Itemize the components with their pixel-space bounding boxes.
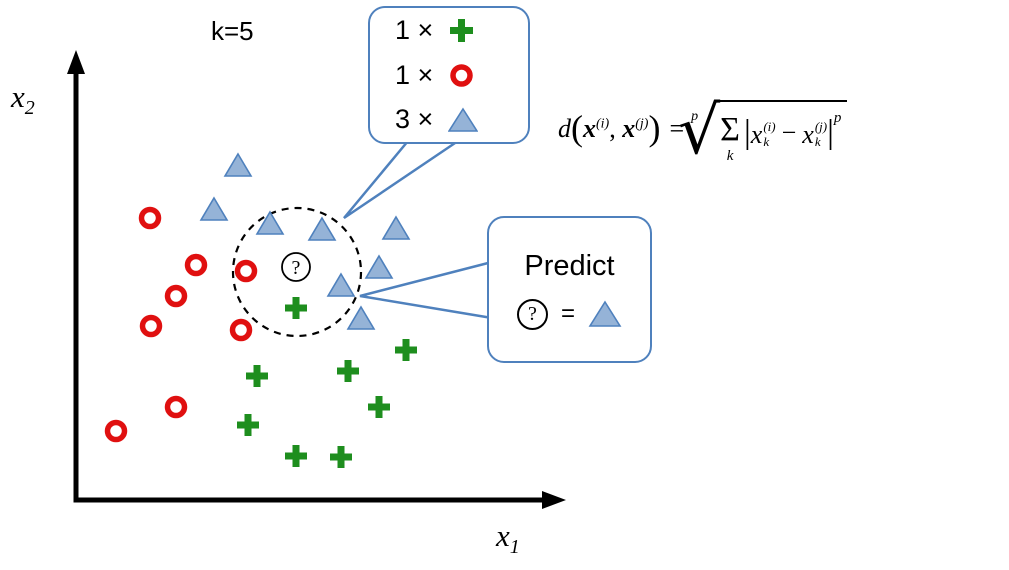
- formula-right-bar: |: [827, 114, 834, 151]
- formula-sup: (j): [814, 119, 828, 135]
- formula-vector-x-j: x: [622, 113, 636, 143]
- vote-row-triangle: 3 ×: [395, 106, 518, 133]
- data-point-triangle: [255, 210, 285, 235]
- query-point-circle: [281, 252, 311, 282]
- x-axis-label: x1: [496, 518, 520, 559]
- formula-lparen: (: [571, 107, 583, 148]
- data-point-triangle: [199, 196, 229, 221]
- data-point-plus: [395, 339, 417, 361]
- data-point-plus: [368, 396, 390, 418]
- formula-equals: =: [669, 113, 685, 143]
- triangle-marker-icon: [448, 107, 479, 132]
- data-point-circle: [164, 395, 188, 419]
- y-axis-label-sub: 2: [24, 97, 35, 120]
- data-point-plus: [246, 365, 268, 387]
- formula-root-index: p: [691, 109, 699, 124]
- formula-vector-x-i: x: [583, 113, 596, 143]
- data-point-triangle: [307, 216, 337, 241]
- formula-x-k-i: x(i)k: [750, 119, 776, 150]
- plus-marker-icon: [450, 19, 474, 42]
- y-axis-label: x2: [11, 79, 35, 120]
- formula-exponent-p: p: [833, 110, 842, 126]
- x-axis-arrowhead: [542, 491, 566, 509]
- data-point-plus: [330, 446, 352, 468]
- formula-left-bar: |: [743, 114, 751, 151]
- formula-x: x: [750, 120, 763, 149]
- data-point-triangle: [346, 305, 376, 330]
- neighborhood-circle: [231, 206, 363, 338]
- formula-scripts-i: (i)k: [763, 119, 776, 150]
- formula-comma: ,: [609, 113, 616, 143]
- axes-lines: [73, 68, 546, 503]
- data-point-plus: [285, 445, 307, 467]
- predict-equation: ? =: [516, 298, 622, 330]
- query-point-badge: ?: [516, 298, 548, 330]
- x-axis-label-sub: 1: [509, 536, 520, 559]
- sigma-icon: Σ: [720, 110, 740, 148]
- predict-callout-tail-border: [359, 260, 493, 320]
- formula-x: x: [802, 120, 814, 149]
- data-point-triangle: [381, 215, 411, 240]
- formula-sup-j: (j): [635, 116, 649, 132]
- triangle-marker-icon: [588, 300, 622, 327]
- formula-d: d: [558, 113, 571, 143]
- formula-minus: −: [781, 118, 797, 147]
- predict-title: Predict: [524, 249, 615, 282]
- y-axis-label-base: x: [11, 79, 25, 114]
- data-point-triangle: [223, 152, 253, 177]
- equals-sign: =: [560, 300, 575, 327]
- data-point-plus: [285, 297, 307, 319]
- question-mark: ?: [528, 302, 537, 325]
- formula-sup: (i): [763, 119, 776, 135]
- data-point-circle: [139, 314, 163, 338]
- vote-row-plus: 1 ×: [395, 17, 518, 44]
- circle-marker-icon: [450, 63, 474, 87]
- vote-count-triangle: 3 ×: [395, 104, 434, 134]
- formula-x-k-j: x(j)k: [802, 119, 828, 150]
- vote-row-circle: 1 ×: [395, 59, 518, 90]
- data-point-circle: [104, 419, 128, 443]
- y-axis-arrowhead: [67, 50, 85, 74]
- formula-sub: k: [814, 134, 821, 149]
- data-point-circle: [234, 259, 258, 283]
- vote-count-plus: 1 ×: [395, 15, 434, 45]
- predict-callout-tail: [360, 262, 492, 318]
- formula-rparen: ): [648, 107, 661, 148]
- data-point-circle: [138, 206, 162, 230]
- predict-callout: Predict ? =: [487, 216, 652, 363]
- x-axis-label-base: x: [496, 518, 510, 553]
- data-point-circle: [184, 253, 208, 277]
- k-parameter-label: k=5: [211, 16, 254, 46]
- query-point-label: ?: [292, 257, 301, 279]
- formula-scripts-j: (j)k: [814, 119, 828, 150]
- votes-callout-tail-border: [343, 139, 459, 220]
- data-point-plus: [237, 414, 259, 436]
- vote-count-circle: 1 ×: [395, 59, 434, 90]
- formula-sub: k: [763, 134, 770, 149]
- radical-icon: √: [678, 92, 721, 169]
- data-point-circle: [164, 284, 188, 308]
- data-point-triangle: [326, 272, 356, 297]
- formula-sum-index: k: [726, 147, 734, 164]
- data-point-plus: [337, 360, 359, 382]
- formula-sup-i: (i): [596, 116, 610, 132]
- data-point-triangle: [364, 254, 394, 279]
- votes-callout: 1 × 1 × 3 ×: [368, 6, 530, 144]
- data-point-circle: [229, 318, 253, 342]
